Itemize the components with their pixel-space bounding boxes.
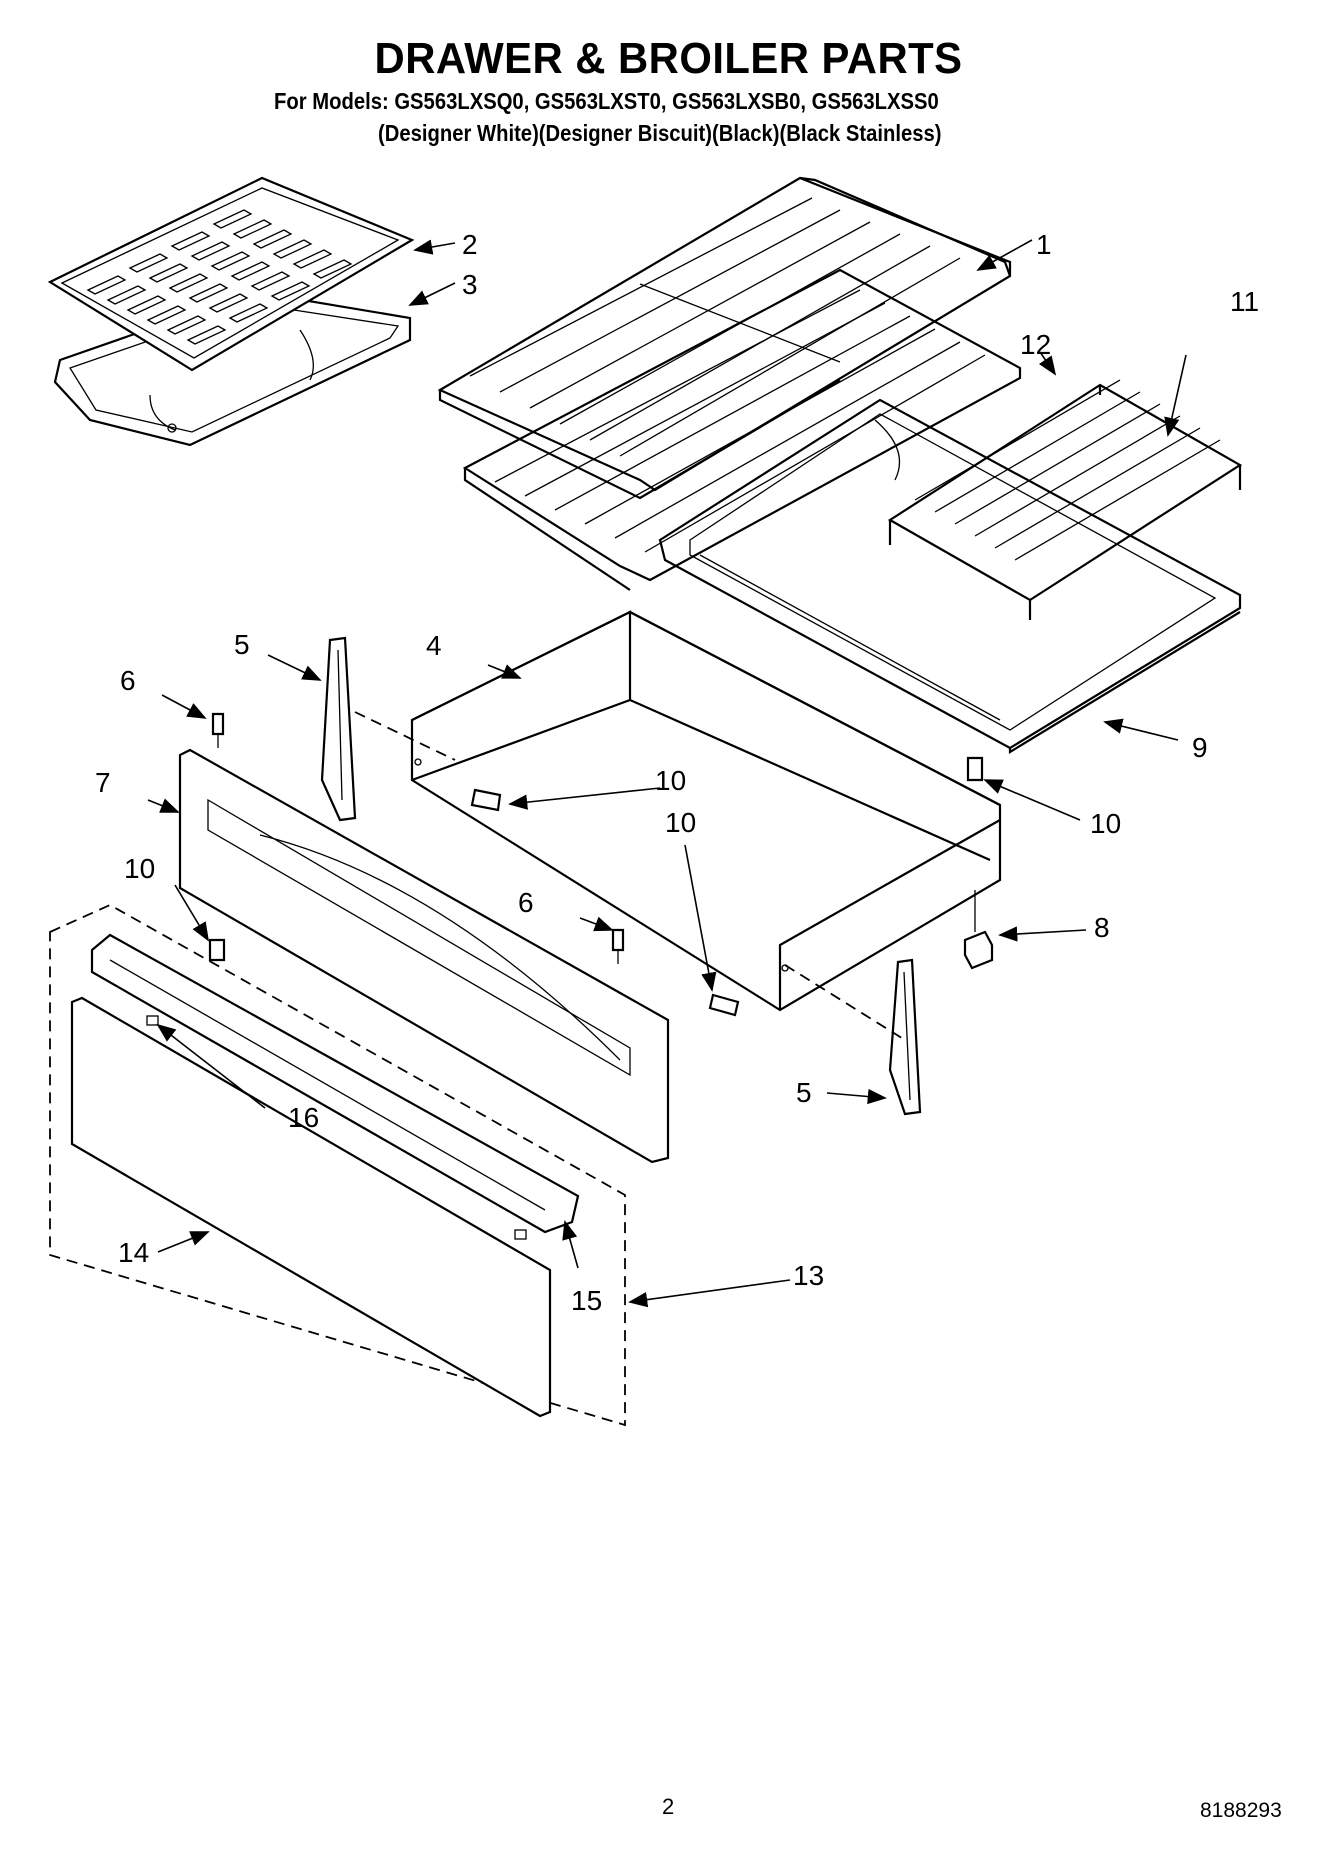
callout-13: 13 — [793, 1260, 824, 1291]
callout-16: 16 — [288, 1102, 319, 1133]
screw-6-mid — [611, 928, 625, 964]
callout-14: 14 — [118, 1237, 149, 1268]
callout-5-left: 5 — [234, 629, 250, 660]
callout-10-drawer-left: 10 — [655, 765, 686, 796]
callout-8: 8 — [1094, 912, 1110, 943]
models-line: For Models: GS563LXSQ0, GS563LXST0, GS56… — [274, 88, 939, 114]
callout-5-right: 5 — [796, 1077, 812, 1108]
page-number: 2 — [662, 1794, 675, 1819]
callout-6-mid: 6 — [518, 887, 534, 918]
screw-10-right — [966, 756, 984, 782]
callout-9: 9 — [1192, 732, 1208, 763]
broiler-grid — [47, 176, 415, 372]
page-title: DRAWER & BROILER PARTS — [374, 34, 963, 83]
callout-11: 11 — [1230, 286, 1259, 317]
drawer-clip — [963, 890, 994, 970]
oven-rack-lower — [462, 268, 1022, 591]
callout-10-left: 10 — [124, 853, 155, 884]
callout-6-top: 6 — [120, 665, 136, 696]
callout-7: 7 — [95, 767, 111, 798]
callout-1: 1 — [1036, 229, 1052, 260]
callout-2: 2 — [462, 229, 478, 260]
oven-rack-upper — [437, 176, 1012, 500]
callout-15: 15 — [571, 1285, 602, 1316]
variants-line: (Designer White)(Designer Biscuit)(Black… — [378, 120, 942, 146]
screw-6-top — [211, 712, 225, 748]
callout-3: 3 — [462, 269, 478, 300]
callout-10-right: 10 — [1090, 808, 1121, 839]
callout-4: 4 — [426, 630, 442, 661]
slide-right-leader — [784, 964, 906, 1041]
screw-10-drawer-left — [470, 788, 502, 812]
drawer-slide-right — [888, 958, 922, 1116]
screw-10-left — [208, 938, 226, 962]
outer-door-panel — [70, 996, 552, 1418]
screw-10-drawer-center — [708, 993, 740, 1017]
slide-left-leader — [354, 711, 456, 761]
drawer-front-panel — [178, 748, 670, 1164]
drawer-pan — [658, 398, 1242, 754]
leader-arrows — [147, 239, 1187, 1308]
drawer-slide-left — [320, 636, 357, 822]
callout-10-drawer-center: 10 — [665, 807, 696, 838]
wire-rack — [887, 379, 1243, 620]
callout-12: 12 — [1020, 329, 1051, 360]
drawer-front-assembly-boundary — [49, 903, 626, 1427]
document-number: 8188293 — [1200, 1799, 1282, 1822]
